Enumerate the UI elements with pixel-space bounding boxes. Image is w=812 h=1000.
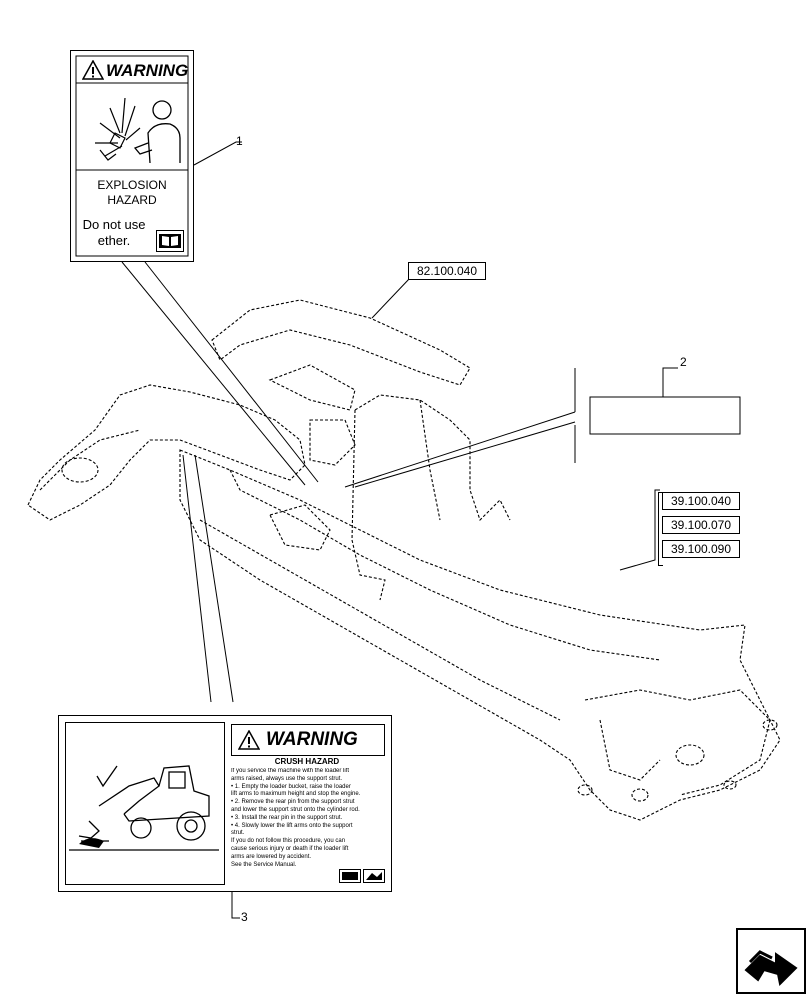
ref-link-right-3[interactable]: 39.100.090 [662, 540, 740, 558]
crush-instruction-line: lift arms to maximum height and stop the… [231, 791, 361, 798]
crush-instruction-line: cause serious injury or death if the loa… [231, 845, 349, 852]
ref-link-right-2[interactable]: 39.100.070 [662, 516, 740, 534]
hazard-line-2: HAZARD [107, 193, 157, 207]
leader-callout1 [193, 141, 242, 166]
ref-bracket-right [658, 492, 663, 566]
crush-label-inner-frame [65, 722, 225, 885]
explosion-hazard-text: EXPLOSION HAZARD [76, 178, 188, 208]
crush-instructions: If you service the machine with the load… [231, 768, 387, 869]
leader-label3-right [194, 454, 234, 703]
crush-warning-header: WARNING [231, 724, 385, 756]
explosion-pictogram-icon [95, 97, 181, 164]
leader-callout2 [662, 367, 678, 397]
crush-instruction-line: • 1. Empty the loader bucket, raise the … [231, 783, 351, 790]
backhoe-pictogram-icon [69, 765, 219, 851]
crush-instruction-line: arms are lowered by accident. [231, 853, 312, 860]
leader-label1-left [121, 261, 306, 486]
leader-lines [121, 141, 678, 919]
crush-instruction-line: If you do not follow this procedure, you… [231, 838, 346, 845]
instruction-line-2: ether. [97, 233, 131, 248]
explosion-warning-label: WARNING EXPLOSION HAZARD Do not use ethe… [70, 50, 194, 262]
leader-label2-a [344, 411, 576, 488]
warning-triangle-icon [82, 60, 104, 80]
crush-instruction-line: arms raised, always use the support stru… [231, 775, 343, 782]
callout-item-3: 3 [241, 910, 248, 924]
manual-book-icon [156, 230, 184, 252]
manual-book-icon [339, 869, 385, 883]
callout-item-2: 2 [680, 355, 687, 369]
crush-warning-title: WARNING [266, 729, 358, 750]
label2-blank-decal [589, 396, 741, 435]
crush-instruction-line: and lower the support strut onto the cyl… [231, 806, 360, 813]
explosion-instruction-text: Do not use ether. [80, 217, 148, 249]
leader-callout3 [231, 890, 240, 919]
crush-instruction-line: If you service the machine with the load… [231, 768, 350, 774]
leader-label3-left [182, 454, 212, 703]
leader-ref-top [371, 277, 411, 319]
crush-instruction-line: • 4. Slowly lower the lift arms onto the… [231, 822, 353, 829]
hazard-line-1: EXPLOSION [97, 178, 167, 192]
leader-ref-right [619, 489, 660, 571]
crush-warning-label: WARNING CRUSH HAZARD If you service the … [58, 715, 392, 892]
crush-instruction-line: See the Service Manual. [231, 861, 297, 868]
loader-frame-drawing [27, 299, 781, 821]
crush-instruction-line: • 3. Install the rear pin in the support… [231, 814, 343, 821]
ref-link-right-1[interactable]: 39.100.040 [662, 492, 740, 510]
warning-triangle-icon [238, 730, 260, 750]
ref-link-top[interactable]: 82.100.040 [408, 262, 486, 280]
crush-instruction-line: strut. [231, 830, 245, 837]
leader-label1-right [144, 261, 319, 483]
crush-footer-icons [339, 869, 385, 883]
callout-item-1: 1 [236, 134, 243, 148]
explosion-label-frame [70, 50, 194, 262]
crush-hazard-subtitle: CRUSH HAZARD [274, 757, 340, 766]
next-page-arrow-icon [736, 928, 806, 994]
instruction-line-1: Do not use [82, 217, 146, 232]
leader-label2-b [354, 421, 576, 488]
next-page-button[interactable] [736, 928, 806, 994]
explosion-warning-title: WARNING [106, 61, 189, 80]
crush-instruction-line: • 2. Remove the rear pin from the suppor… [231, 799, 355, 806]
